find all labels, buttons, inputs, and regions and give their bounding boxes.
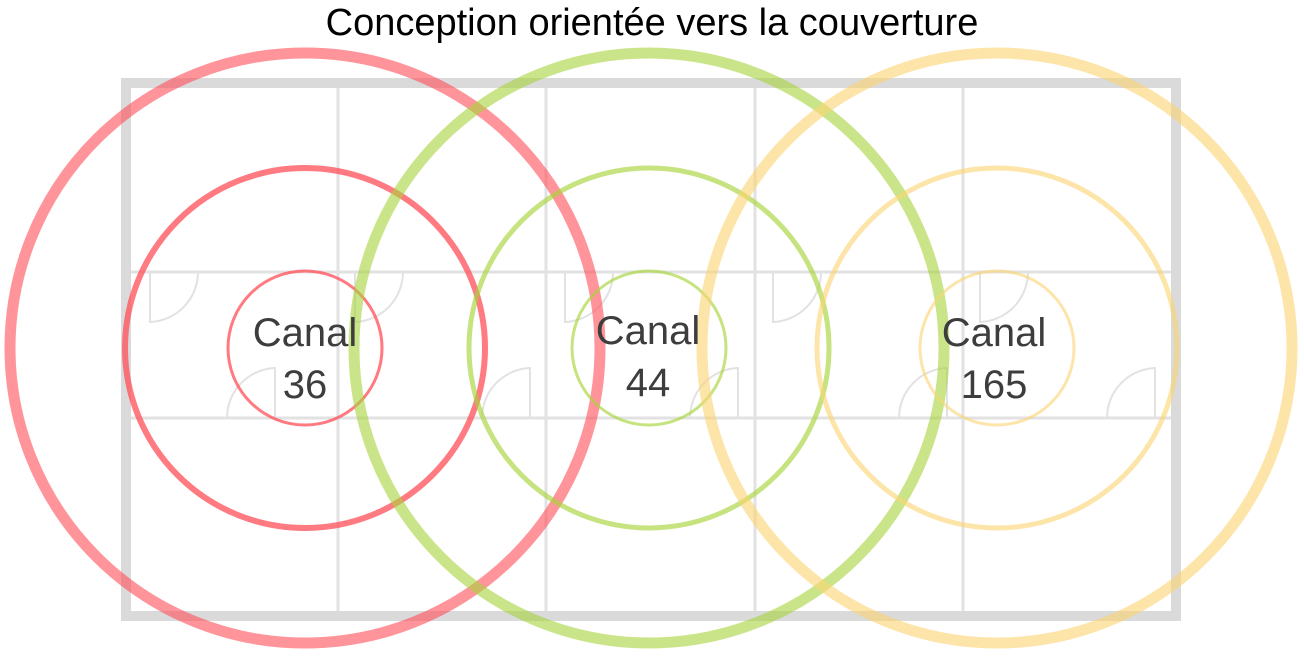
channel-44-outer-ring <box>348 47 950 649</box>
channel-44-label-line2: 44 <box>626 361 671 405</box>
channel-165-inner-ring <box>918 269 1076 427</box>
channel-165-coverage <box>696 47 1298 649</box>
channel-165-label-line1: Canal <box>942 311 1047 355</box>
channel-44-label-line1: Canal <box>596 309 701 353</box>
channel-36-coverage <box>4 47 606 649</box>
channel-36-label-line1: Canal <box>253 311 358 355</box>
channel-44-middle-ring <box>466 165 832 531</box>
diagram-title: Conception orientée vers la couverture <box>325 2 979 44</box>
channel-36-label-line2: 36 <box>283 363 328 407</box>
channel-36-outer-ring <box>4 47 606 649</box>
channel-36-inner-ring <box>226 269 384 427</box>
channel-44-inner-ring <box>570 269 728 427</box>
channel-44-coverage <box>348 47 950 649</box>
channel-165-label-line2: 165 <box>961 363 1028 407</box>
channel-165-middle-ring <box>814 165 1180 531</box>
channel-165-outer-ring <box>696 47 1298 649</box>
channel-36-middle-ring <box>122 165 488 531</box>
